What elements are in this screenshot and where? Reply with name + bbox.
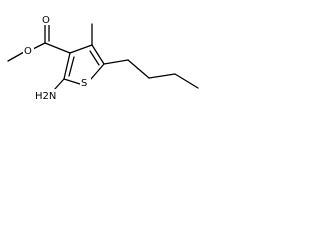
bond-butyl-2 — [127, 59, 150, 79]
bond-butyl-3 — [148, 73, 176, 79]
atom-layer: O O S H2N — [23, 13, 91, 102]
bond-c4-c5-inner — [89, 50, 100, 66]
chemical-structure: O O S H2N — [7, 13, 199, 102]
bond-layer — [7, 23, 199, 91]
bond-c5-s — [90, 63, 105, 80]
bond-c4-c5 — [91, 44, 105, 65]
bond-carbonyl-c3 — [44, 42, 71, 54]
atom-n-amine: H2N — [35, 91, 56, 102]
bond-c3-c4 — [69, 44, 93, 54]
bond-methyl-o — [7, 51, 25, 62]
bond-butyl-4 — [174, 73, 199, 89]
bond-c2-n — [53, 78, 65, 91]
bond-c2-c3 — [63, 52, 71, 80]
atom-o-carbonyl: O — [42, 15, 50, 26]
bond-butyl-1 — [103, 59, 129, 65]
atom-o-ester: O — [24, 46, 32, 57]
bond-c2-c3-inner — [68, 56, 75, 77]
bond-o-carbonyl — [32, 42, 46, 50]
bond-s-c2 — [63, 78, 81, 85]
atom-s-ring: S — [81, 78, 87, 89]
